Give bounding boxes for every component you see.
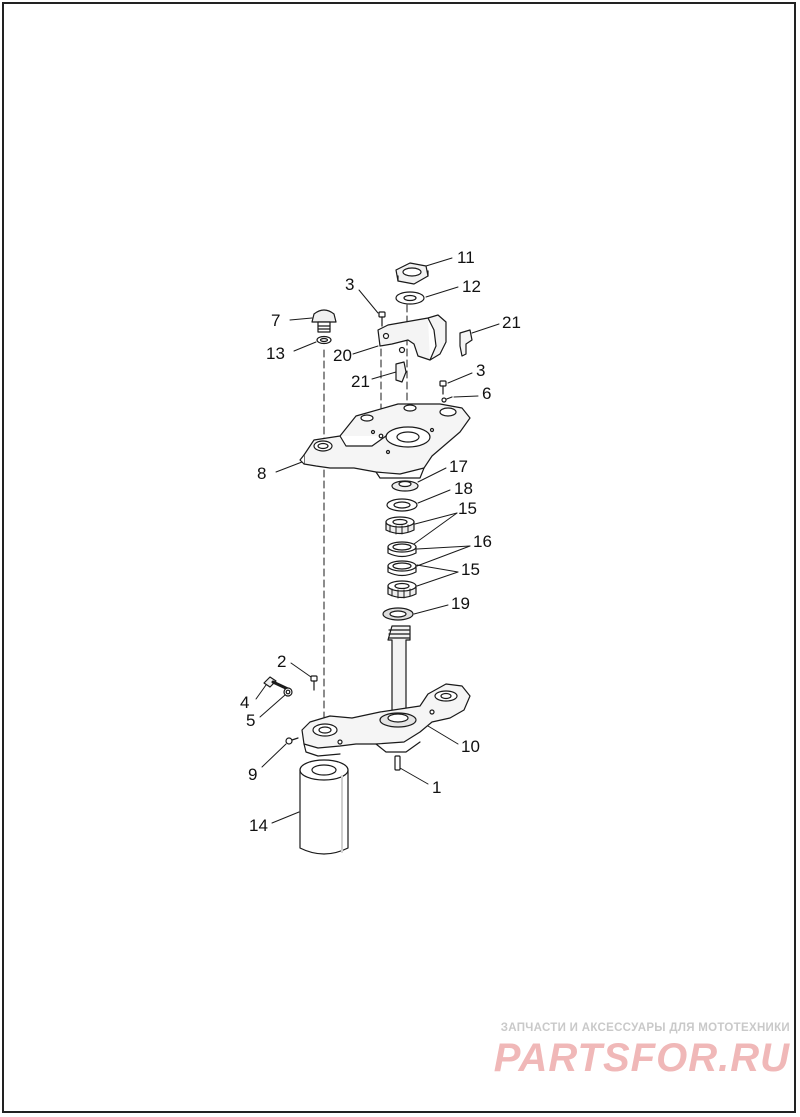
- watermark-tagline: ЗАПЧАСТИ И АКСЕССУАРЫ ДЛЯ МОТОТЕХНИКИ: [500, 1022, 790, 1034]
- callout-4: 4: [240, 693, 249, 712]
- callout-1: 1: [432, 778, 441, 797]
- part-3-screw-top: [378, 311, 386, 327]
- part-6-pin: [441, 396, 453, 403]
- callout-15-upper: 15: [458, 499, 477, 518]
- callout-6: 6: [482, 384, 491, 403]
- part-15-bearing-lower: [387, 580, 417, 599]
- part-19-seal-ring: [382, 607, 414, 621]
- callout-20: 20: [333, 346, 352, 365]
- part-11-stem-nut: [395, 262, 429, 285]
- callout-17: 17: [449, 457, 468, 476]
- part-20-bracket: [377, 314, 447, 361]
- part-1-pin: [394, 755, 401, 771]
- callout-3-lower: 3: [476, 361, 485, 380]
- leader-lines: [255, 257, 500, 824]
- callout-5: 5: [246, 711, 255, 730]
- callout-16: 16: [473, 532, 492, 551]
- callout-9: 9: [248, 765, 257, 784]
- callout-14: 14: [249, 816, 268, 835]
- part-18-seal: [386, 498, 418, 512]
- callout-7: 7: [271, 311, 280, 330]
- callout-19: 19: [451, 594, 470, 613]
- callout-13: 13: [266, 344, 285, 363]
- part-14-fork-cover: [299, 759, 349, 855]
- part-17-dust-shield: [391, 480, 419, 492]
- callout-2: 2: [277, 652, 286, 671]
- part-12-washer: [395, 291, 425, 305]
- part-2-screw: [310, 675, 318, 691]
- part-3-screw-lower: [439, 380, 447, 395]
- callout-10: 10: [461, 737, 480, 756]
- callout-labels: 11 12 3 21 7 13 20 21 3 6 8 17 18 15 16 …: [240, 248, 521, 835]
- callout-21-lower: 21: [351, 372, 370, 391]
- callout-11: 11: [457, 248, 475, 267]
- part-21-clip-lower: [395, 361, 407, 383]
- callout-18: 18: [454, 479, 473, 498]
- callout-21-right: 21: [502, 313, 521, 332]
- part-7-bolt: [311, 309, 337, 333]
- watermark: ЗАПЧАСТИ И АКСЕССУАРЫ ДЛЯ МОТОТЕХНИКИ PA…: [480, 1022, 790, 1081]
- part-21-clip-right: [459, 329, 473, 357]
- part-16-race-lower: [387, 560, 417, 577]
- part-13-o-ring: [316, 335, 332, 345]
- callout-15-lower: 15: [461, 560, 480, 579]
- part-10-lower-fork-bracket: [301, 625, 471, 757]
- callout-12: 12: [462, 277, 481, 296]
- callout-8: 8: [257, 464, 266, 483]
- part-5-washer: [283, 687, 293, 697]
- part-9-plug: [285, 737, 299, 745]
- callout-3-top: 3: [345, 275, 354, 294]
- part-15-bearing-upper: [385, 516, 415, 535]
- watermark-logo: PARTSFOR.RU: [493, 1036, 790, 1080]
- part-8-upper-fork-bracket: [299, 403, 471, 479]
- part-16-race-upper: [387, 541, 417, 558]
